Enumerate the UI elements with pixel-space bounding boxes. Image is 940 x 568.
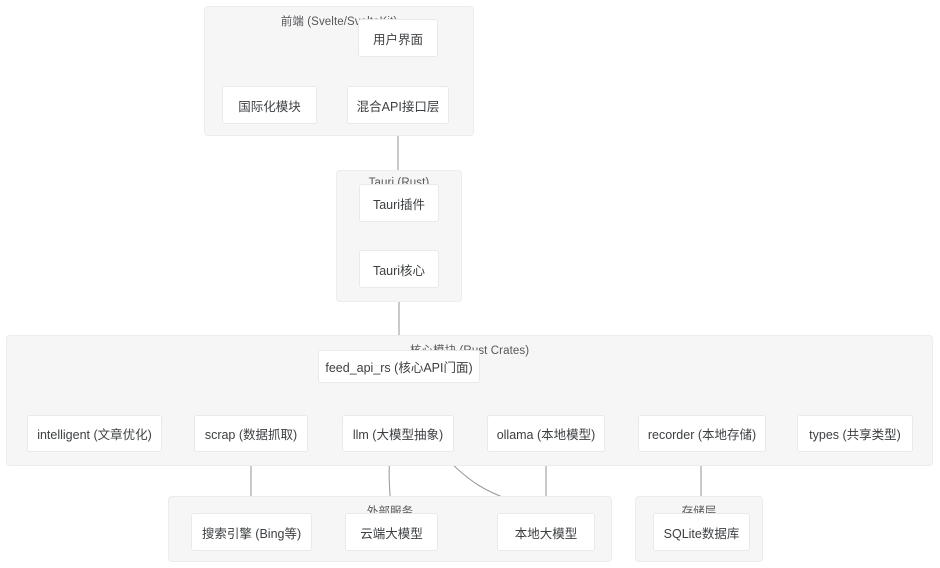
node-label-ui: 用户界面	[372, 32, 423, 47]
node-label-cloud_llm: 云端大模型	[360, 526, 423, 541]
node-label-recorder: recorder (本地存储)	[647, 428, 757, 442]
node-label-feed_api_rs: feed_api_rs (核心API门面)	[325, 361, 473, 375]
node-tauri_core[interactable]: Tauri核心	[359, 250, 439, 288]
node-feed_api_rs[interactable]: feed_api_rs (核心API门面)	[318, 350, 480, 383]
node-cloud_llm[interactable]: 云端大模型	[345, 513, 438, 551]
node-llm[interactable]: llm (大模型抽象)	[342, 415, 454, 452]
node-i18n[interactable]: 国际化模块	[222, 86, 317, 124]
node-label-local_llm: 本地大模型	[514, 526, 578, 541]
node-label-types: types (共享类型)	[809, 428, 901, 442]
node-label-llm: llm (大模型抽象)	[352, 428, 444, 442]
node-recorder[interactable]: recorder (本地存储)	[638, 415, 766, 452]
node-ui[interactable]: 用户界面	[358, 19, 438, 57]
node-label-api_layer: 混合API接口层	[356, 99, 440, 114]
node-search[interactable]: 搜索引擎 (Bing等)	[191, 513, 312, 551]
node-label-sqlite: SQLite数据库	[663, 526, 740, 541]
node-label-i18n: 国际化模块	[238, 99, 301, 114]
node-local_llm[interactable]: 本地大模型	[497, 513, 595, 551]
node-intelligent[interactable]: intelligent (文章优化)	[27, 415, 162, 452]
node-label-scrap: scrap (数据抓取)	[204, 428, 298, 442]
node-api_layer[interactable]: 混合API接口层	[347, 86, 449, 124]
node-label-ollama: ollama (本地模型)	[496, 428, 596, 442]
node-label-tauri_plugin: Tauri插件	[372, 197, 426, 212]
node-label-tauri_core: Tauri核心	[372, 263, 426, 278]
node-sqlite[interactable]: SQLite数据库	[653, 513, 750, 551]
node-tauri_plugin[interactable]: Tauri插件	[359, 184, 439, 222]
node-label-intelligent: intelligent (文章优化)	[37, 428, 152, 442]
node-types[interactable]: types (共享类型)	[797, 415, 913, 452]
node-ollama[interactable]: ollama (本地模型)	[487, 415, 605, 452]
node-scrap[interactable]: scrap (数据抓取)	[194, 415, 308, 452]
node-label-search: 搜索引擎 (Bing等)	[201, 526, 302, 541]
